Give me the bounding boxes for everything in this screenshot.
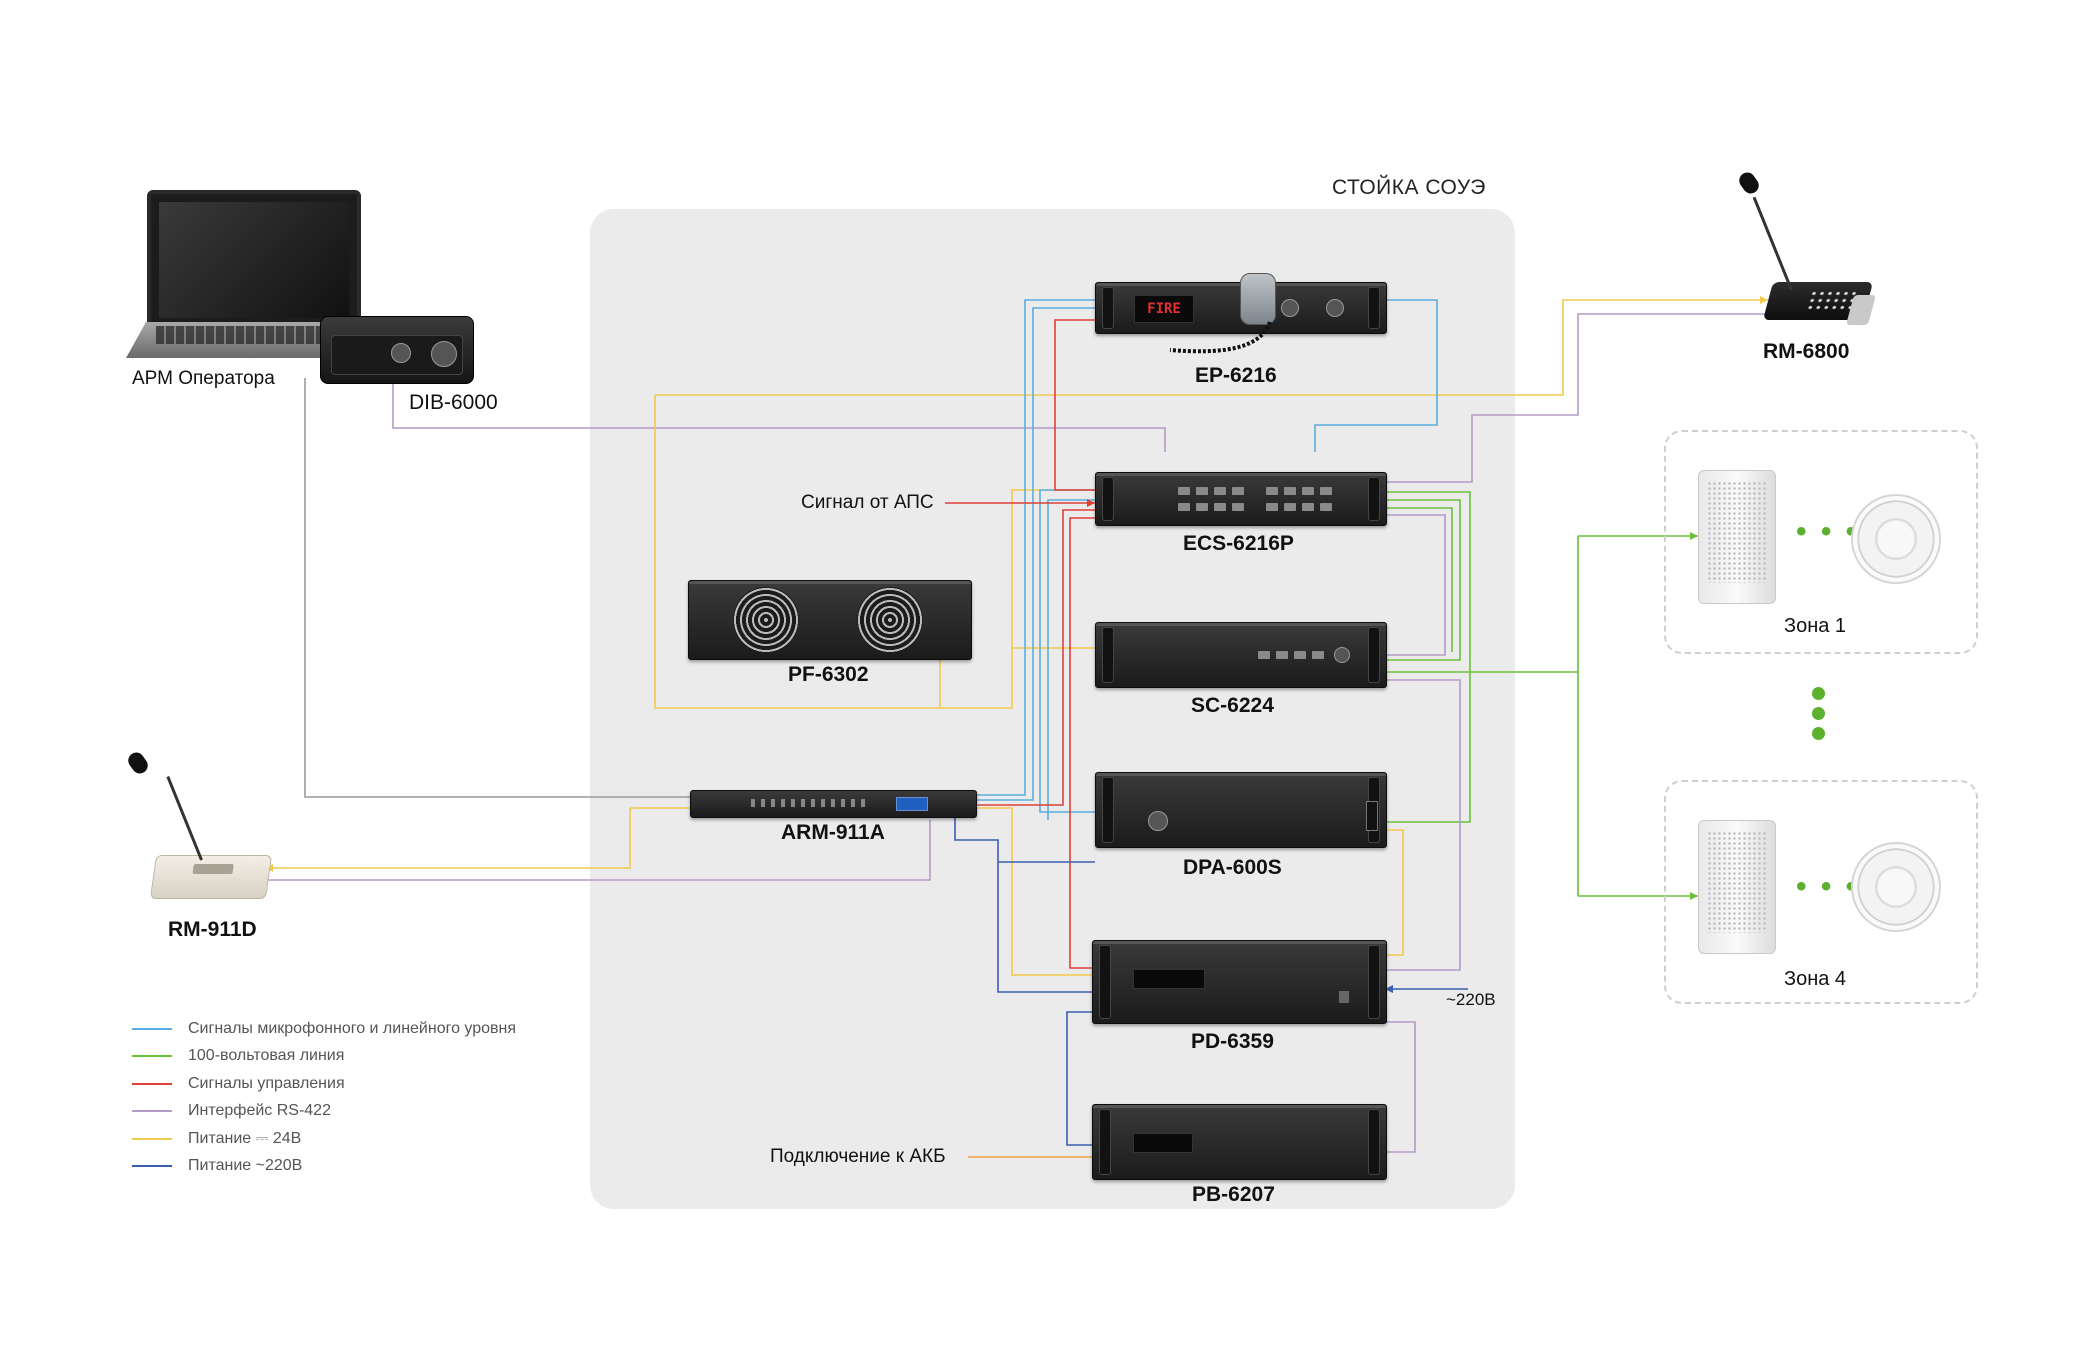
zones-vertical-dot-2 [1812, 707, 1825, 720]
ep6216-microphone [1240, 273, 1276, 325]
wire-24v-rm6800 [655, 299, 1768, 396]
wire-ctrl-pd [1069, 517, 1095, 969]
pb6207-label: PB-6207 [1192, 1183, 1275, 1206]
wire-rs422-rm911 [265, 820, 931, 881]
dib6000-device [320, 316, 474, 384]
ep6216-cord [1169, 321, 1272, 354]
mains-label: ~220В [1446, 990, 1496, 1009]
legend-item-100v: 100-вольтовая линия [132, 1043, 516, 1071]
wire-220v-pd-pb [1066, 1011, 1095, 1146]
zone1-wall-speaker [1698, 470, 1776, 604]
ecs6216p-device [1095, 472, 1387, 526]
zone1-ceiling-speaker [1851, 494, 1941, 584]
zone4-box [1664, 780, 1978, 1004]
pd6359-label: PD-6359 [1191, 1030, 1274, 1053]
wire-laptop-arm [304, 378, 690, 798]
arrow-mains [1385, 985, 1393, 993]
zone4-wall-speaker [1698, 820, 1776, 954]
legend-item-24v: Питание ⎓ 24В [132, 1125, 516, 1153]
legend-item-mic-line: Сигналы микрофонного и линейного уровня [132, 1015, 516, 1043]
wire-ctrl-arm [975, 509, 1095, 806]
wire-24v-rm911 [265, 808, 631, 869]
zones-vertical-dot-3 [1812, 727, 1825, 740]
wire-rs422-sc-pb [1382, 679, 1461, 971]
dib6000-label: DIB-6000 [409, 391, 498, 414]
wire-rs422-ecs-sc [1385, 514, 1446, 656]
pf6302-device [688, 580, 972, 660]
sc6224-device [1095, 622, 1387, 688]
rm911d-device [149, 855, 273, 899]
ep6216-display: FIRE [1134, 295, 1194, 323]
rm911d-label: RM-911D [168, 918, 257, 941]
ep6216-label: EP-6216 [1195, 364, 1277, 387]
zone4-ellipsis: • • • [1796, 870, 1860, 903]
fan-right-icon [857, 587, 923, 653]
zone1-label: Зона 1 [1784, 615, 1847, 637]
arm-operator-label: АРМ Оператора [132, 368, 275, 389]
zone1-box [1664, 430, 1978, 654]
dpa600s-label: DPA-600S [1183, 856, 1282, 879]
wire-24v-pd-dpa [1382, 829, 1404, 956]
rm6800-label: RM-6800 [1763, 340, 1850, 363]
wire-line-ep-arm [975, 299, 1095, 796]
wire-100v-ecs-sc-2 [1385, 507, 1453, 652]
zone4-label: Зона 4 [1784, 968, 1847, 990]
laptop-screen [147, 190, 361, 330]
wire-ctrl-ep [1054, 319, 1095, 491]
ecs6216p-label: ECS-6216P [1183, 532, 1294, 555]
wire-line-ecs-rm6800 [1314, 299, 1438, 452]
fan-left-icon [733, 587, 799, 653]
legend-item-rs422: Интерфейс RS-422 [132, 1098, 516, 1126]
legend-item-control: Сигналы управления [132, 1070, 516, 1098]
rack-background [590, 209, 1515, 1209]
wire-220v-arm-pd [997, 862, 1095, 993]
wire-line-ecs [1047, 499, 1095, 820]
pd6359-device [1092, 940, 1387, 1024]
pb6207-device [1092, 1104, 1387, 1180]
wire-100v-dpa [1382, 491, 1471, 823]
arrow-zone4 [1690, 892, 1698, 900]
wire-220v-arm-dpa [954, 818, 1095, 863]
zone4-ceiling-speaker [1851, 842, 1941, 932]
pf6302-label: PF-6302 [788, 663, 869, 686]
rack-title: СТОЙКА СОУЭ [1332, 176, 1486, 199]
wire-ecs-rm6800 [1380, 313, 1768, 483]
legend-item-220v: Питание ~220В [132, 1153, 516, 1181]
battery-label: Подключение к АКБ [770, 1146, 946, 1167]
arm911a-label: ARM-911A [781, 821, 885, 844]
wire-line-ep-arm-2 [975, 307, 1095, 801]
legend: Сигналы микрофонного и линейного уровня … [132, 1015, 516, 1180]
arm911a-device [690, 790, 977, 818]
wire-24v-loop [654, 395, 1095, 709]
sc6224-label: SC-6224 [1191, 694, 1274, 717]
arrow-zone1 [1690, 532, 1698, 540]
wire-100v-ecs-sc [1385, 499, 1461, 661]
zones-vertical-dot-1 [1812, 687, 1825, 700]
arrow-aps [1087, 499, 1095, 507]
wire-rs422-pb [1385, 1021, 1416, 1153]
arrow-rm6800 [1760, 296, 1768, 304]
aps-signal-label: Сигнал от АПС [801, 492, 934, 513]
wire-dib-ecs [392, 382, 1166, 452]
dpa600s-device [1095, 772, 1387, 848]
zone1-ellipsis: • • • [1796, 515, 1860, 548]
